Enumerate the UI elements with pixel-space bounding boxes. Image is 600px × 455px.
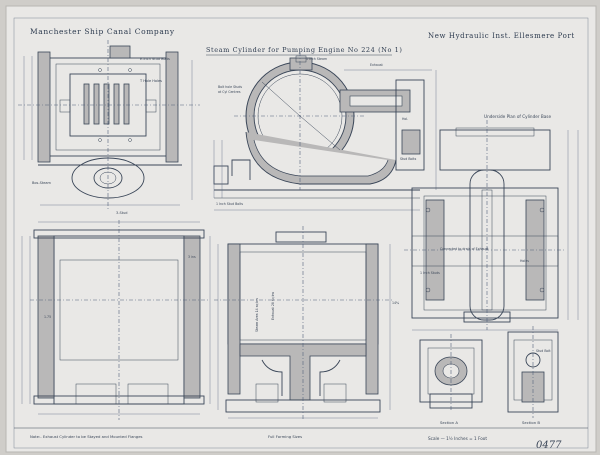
svg-text:Stud Bolts: Stud Bolts [400,157,417,161]
svg-text:Holes: Holes [520,259,529,263]
svg-text:E-Inch Stud Bolts: E-Inch Stud Bolts [140,57,170,61]
full-size-note: Full Forming Sizes [268,434,302,439]
section-b-label: Section B [522,420,540,425]
underside-plan-label: Underside Plan of Cylinder Base [484,114,551,119]
underside-plan-view: Underside Plan of Cylinder Base Connecte… [404,114,579,331]
svg-text:1.75: 1.75 [44,315,51,319]
bottom-note: Note:- Exhaust Cylinder to be Stayed and… [30,434,143,439]
svg-text:Connected to drain of Exhaust: Connected to drain of Exhaust [440,247,489,251]
svg-text:at Cyl Centres: at Cyl Centres [218,90,241,94]
scale-note: Scale — 1½ Inches = 1 Foot [428,436,487,441]
drawing-number: 0477 [536,440,562,451]
svg-text:T Hole Holes: T Hole Holes [139,79,162,83]
cylinder-section-view: Bolt hole Studs at Cyl Centres 1 Inch St… [213,52,437,211]
svg-text:Steam Area 14 sq ins: Steam Area 14 sq ins [255,298,259,332]
border [13,17,589,449]
svg-text:3 ins: 3 ins [188,255,196,259]
svg-text:1 Inch Steam: 1 Inch Steam [306,57,327,61]
section-a-view: Section A [419,334,483,425]
svg-text:14¾: 14¾ [392,301,399,305]
svg-text:1 Inch Stud Bolts: 1 Inch Stud Bolts [216,202,243,206]
company-title: Manchester Ship Canal Company [30,27,175,36]
side-elevation-view: 1.75 3 ins [21,220,211,420]
drawing-title: Steam Cylinder for Pumping Engine No 224… [206,46,403,54]
svg-text:3-Stud: 3-Stud [116,211,128,215]
section-b-view: Stud Bolt Section B [507,326,559,425]
plan-view-top-left: E-Inch Stud Bolts T Hole Holes Bos-Steam… [18,40,200,215]
longitudinal-section-view: Steam Area 14 sq ins Exhaust 28 sq ins 1… [214,226,399,420]
svg-text:Bos-Steam: Bos-Steam [32,181,52,185]
svg-text:Hol.: Hol. [402,117,408,121]
svg-text:Exhaust 28 sq ins: Exhaust 28 sq ins [271,292,275,320]
site-title: New Hydraulic Inst. Ellesmere Port [428,32,575,40]
svg-text:Stud Bolt: Stud Bolt [536,349,551,353]
svg-text:1 Inch Studs: 1 Inch Studs [420,271,440,275]
svg-text:Exhaust: Exhaust [370,63,384,67]
section-a-label: Section A [440,420,458,425]
svg-text:Bolt hole Studs: Bolt hole Studs [218,85,242,89]
